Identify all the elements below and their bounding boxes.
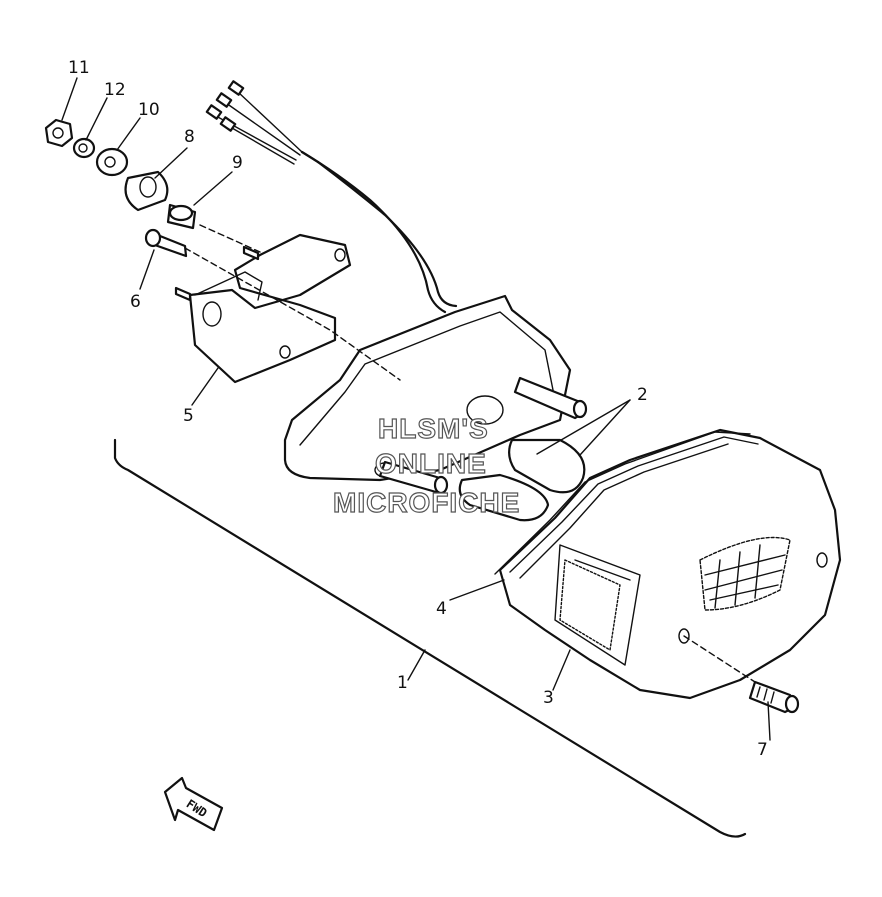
callout-5: 5	[183, 406, 194, 426]
leader-lines	[61, 77, 771, 741]
callout-9: 9	[232, 153, 243, 173]
callout-10: 10	[138, 100, 160, 120]
svg-text:MICROFICHE: MICROFICHE	[333, 487, 520, 518]
callout-6: 6	[130, 292, 141, 312]
washer-10	[95, 147, 129, 177]
collar-9	[166, 203, 197, 230]
bulbs	[458, 438, 586, 522]
callout-2: 2	[637, 385, 648, 405]
callout-4: 4	[436, 599, 447, 619]
svg-text:HLSM'S: HLSM'S	[378, 413, 489, 444]
tail-light-lens	[498, 428, 842, 700]
svg-text:ONLINE: ONLINE	[375, 448, 487, 479]
wire-harness	[205, 80, 458, 314]
bracket	[174, 233, 352, 384]
reflector-grid	[559, 536, 791, 651]
tail-light-base	[283, 294, 588, 495]
lock-washer-12	[72, 137, 96, 159]
callout-11: 11	[68, 58, 90, 78]
callout-3: 3	[543, 688, 554, 708]
callout-7: 7	[757, 740, 768, 760]
watermark: HLSM'S ONLINE MICROFICHE	[332, 412, 520, 518]
nut-11	[44, 118, 74, 148]
alignment-lines	[184, 224, 756, 683]
assembly-outline	[113, 438, 747, 838]
callout-12: 12	[104, 80, 126, 100]
callout-8: 8	[184, 127, 195, 147]
screw-7	[748, 680, 800, 714]
grommet-8	[124, 170, 169, 212]
callout-1: 1	[397, 673, 408, 693]
fwd-arrow: FWD	[163, 776, 224, 832]
gasket	[494, 431, 751, 575]
screw-6	[144, 228, 188, 258]
